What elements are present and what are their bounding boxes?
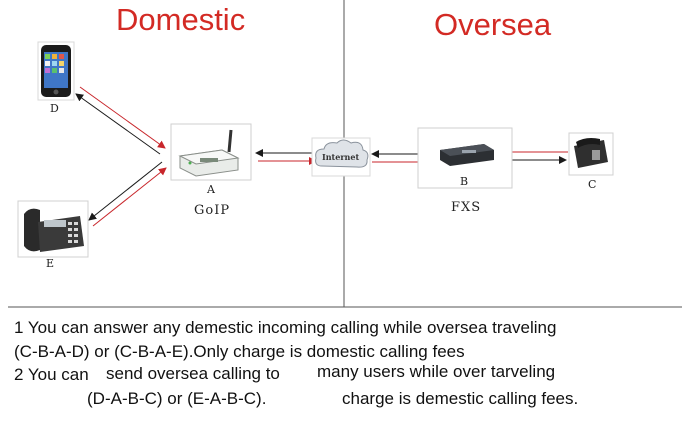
- note-line-4-charge: charge is demestic calling fees.: [342, 389, 579, 408]
- domestic-heading: Domestic: [116, 2, 246, 37]
- arrow-a-to-e: [88, 161, 163, 221]
- note-line-2: (C-B-A-D) or (C-B-A-E).Only charge is do…: [14, 342, 465, 361]
- node-e-label: E: [46, 257, 55, 270]
- note-line-3-start: 2 You can: [14, 365, 89, 384]
- note-line-1: 1 You can answer any demestic incoming c…: [14, 318, 557, 337]
- note-line-3-middle: send oversea calling to: [106, 364, 280, 383]
- arrow-a-to-d: [75, 93, 161, 155]
- goip-gateway-icon: [170, 123, 252, 181]
- oversea-heading: Oversea: [434, 7, 552, 42]
- node-b-label: B: [460, 175, 469, 188]
- smartphone-icon: [37, 41, 75, 101]
- node-c-label: C: [588, 178, 597, 191]
- arrow-e-to-a: [92, 167, 167, 227]
- internet-label: Internet: [322, 152, 360, 162]
- note-line-3-end: many users while over tarveling: [317, 362, 556, 381]
- arrow-d-to-a: [79, 86, 166, 149]
- desk-phone-e-icon: [17, 200, 89, 258]
- internet-cloud-icon: [311, 137, 371, 177]
- node-b-sublabel: FXS: [451, 200, 482, 215]
- node-d-label: D: [50, 102, 59, 115]
- note-line-4-routes: (D-A-B-C) or (E-A-B-C).: [87, 389, 267, 408]
- node-a-sublabel: GoIP: [194, 203, 231, 218]
- node-a-label: A: [207, 183, 215, 196]
- desk-phone-c-icon: [568, 132, 614, 176]
- fxs-box-icon: [417, 127, 513, 189]
